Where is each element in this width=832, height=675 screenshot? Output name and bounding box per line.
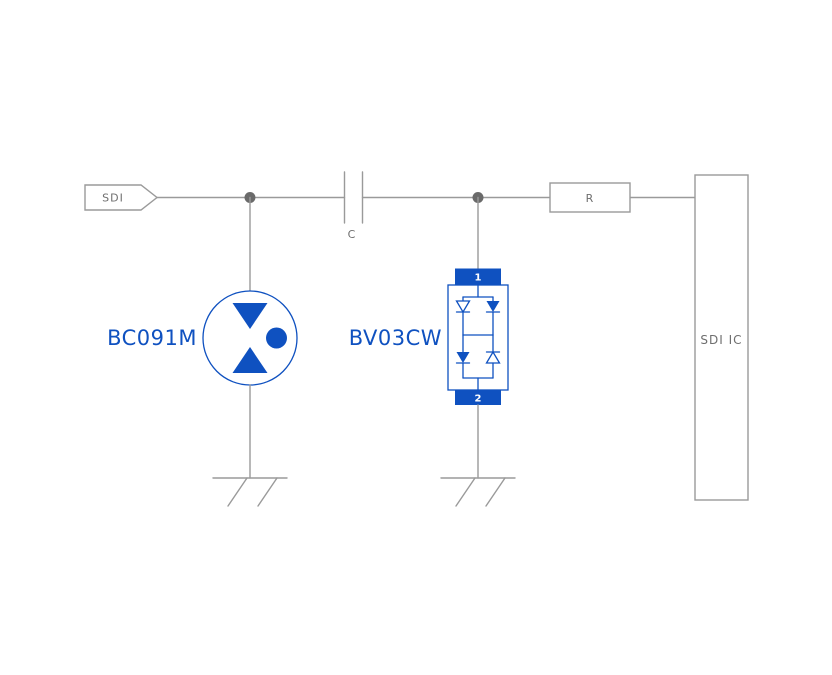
diode-array-label: BV03CW (349, 326, 442, 350)
tvs-diode-bc091m (202, 290, 298, 386)
sdi-input-connector: SDI (84, 184, 159, 211)
diode-array-pin2-pad (455, 390, 501, 405)
sdi-input-label: SDI (102, 192, 124, 205)
ground-hatch (227, 477, 248, 507)
sdi-ic-body (694, 174, 749, 501)
diode-top-left (455, 300, 471, 314)
ground-symbol (212, 477, 288, 507)
tvs-label: BC091M (107, 326, 197, 350)
diode-top-right (486, 301, 500, 312)
capacitor-label: C (348, 228, 357, 241)
diode-bottom-left (456, 352, 470, 363)
ground-hatch (485, 477, 506, 507)
capacitor: C (343, 171, 364, 241)
diode-array-pin1-pad (455, 268, 501, 285)
pin2-label: 2 (475, 394, 482, 405)
sdi-ic-block: SDI IC (694, 174, 749, 501)
ground-symbol (440, 477, 516, 507)
ground-hatch (257, 477, 278, 507)
diode-array-bv03cw: 1 2 (447, 268, 509, 405)
resistor: R (549, 182, 631, 213)
pin1-label: 1 (475, 273, 482, 284)
ground-hatch (455, 477, 476, 507)
tvs-dot (266, 327, 287, 349)
tvs-triangle-top (232, 303, 268, 329)
sdi-ic-label: SDI IC (700, 333, 742, 347)
resistor-body (549, 182, 631, 213)
resistor-label: R (586, 192, 595, 205)
tvs-triangle-bottom (232, 347, 268, 373)
sdi-connector-shape (84, 184, 159, 211)
